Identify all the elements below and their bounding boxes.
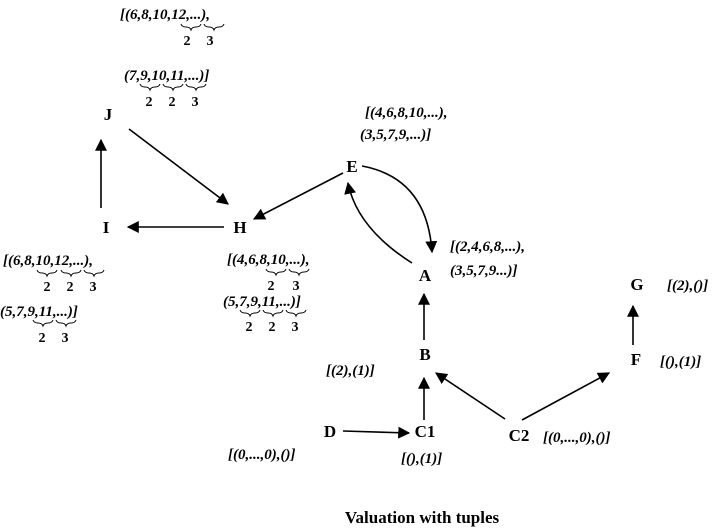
label-j-bottom: (7,9,10,11,...)] (124, 68, 209, 84)
label-h-bottom-count-1: 2 (246, 320, 253, 335)
brace (60, 269, 82, 278)
node-g: G (630, 275, 643, 294)
label-j-bottom-count-3: 3 (192, 95, 199, 110)
label-j-bottom-count-1: 2 (146, 95, 153, 110)
label-i-bottom-count-1: 2 (39, 331, 46, 346)
brace (83, 269, 105, 278)
brace (239, 309, 261, 318)
label-d: [(0,...,0),()] (228, 447, 295, 463)
diagram-title: Valuation with tuples (345, 508, 500, 527)
node-b: B (419, 345, 430, 364)
label-a-line1: [(2,4,6,8,...), (450, 239, 525, 255)
edge-d-c1 (342, 426, 411, 439)
label-i-top-count-3: 3 (90, 280, 97, 295)
brace (288, 268, 310, 277)
brace (265, 268, 287, 277)
label-h-top-count-1: 2 (268, 279, 275, 294)
label-c2: [(0,...,0),()] (543, 430, 610, 446)
node-a: A (419, 266, 432, 285)
brace (139, 83, 161, 92)
label-i-top-count-2: 2 (67, 280, 74, 295)
label-j-bottom-count-2: 2 (169, 95, 176, 110)
label-c1: [(),(1)] (401, 451, 442, 467)
edge-c2-f (521, 372, 611, 421)
edge-a-e (344, 181, 413, 264)
label-e-line1: [(4,6,8,10,...), (365, 105, 448, 121)
brace (285, 309, 307, 318)
label-e-line2: (3,5,7,9,...)] (360, 127, 431, 143)
label-a-line2: (3,5,7,9...)] (450, 263, 518, 279)
edge-j-h (128, 128, 229, 205)
label-h-bottom-count-2: 2 (269, 320, 276, 335)
label-i-top-count-1: 2 (44, 280, 51, 295)
brace (36, 269, 58, 278)
node-h: H (233, 218, 246, 237)
label-j-top-count-1: 2 (184, 34, 191, 49)
brace (32, 319, 54, 328)
label-j-top: [(6,8,10,12,...), (120, 7, 210, 23)
label-h-bottom: (5,7,9,11,...)] (223, 294, 301, 310)
brace (262, 309, 284, 318)
label-g: [(2),()] (667, 278, 708, 294)
edge-e-a (361, 165, 438, 254)
label-h-top-count-2: 3 (293, 279, 300, 294)
node-i: I (103, 218, 110, 237)
label-b: [(2),(1)] (326, 363, 375, 379)
brace (203, 23, 225, 32)
node-c1: C1 (415, 422, 436, 441)
label-f: [(),(1)] (660, 354, 701, 370)
node-c2: C2 (509, 426, 530, 445)
label-i-bottom: (5,7,9,11,...)] (0, 304, 78, 320)
label-h-bottom-count-3: 3 (292, 320, 299, 335)
label-i-top: [(6,8,10,12,...), (3, 253, 93, 269)
node-e: E (346, 157, 357, 176)
label-h-top: [(4,6,8,10,...), (227, 252, 310, 268)
label-j-top-count-2: 3 (207, 34, 214, 49)
node-d: D (324, 422, 336, 441)
node-f: F (631, 350, 641, 369)
node-j: J (104, 105, 113, 124)
brace (180, 23, 202, 32)
brace (55, 319, 77, 328)
brace (162, 83, 184, 92)
edge-c2-b (435, 372, 506, 420)
brace (185, 83, 207, 92)
label-i-bottom-count-2: 3 (62, 331, 69, 346)
edge-e-h (252, 172, 344, 220)
